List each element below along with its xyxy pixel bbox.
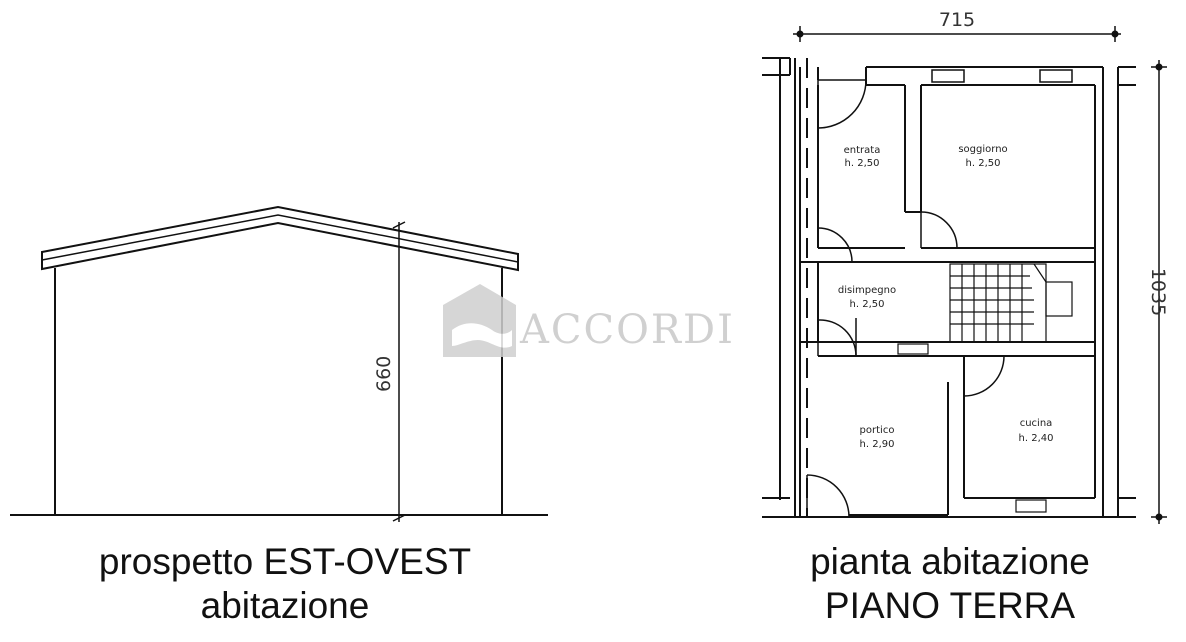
plan-width-dim: 715 [939, 9, 975, 31]
elevation-caption: prospetto EST-OVEST abitazione [40, 540, 530, 628]
room-height-soggiorno: h. 2,50 [966, 158, 1001, 169]
watermark-logo-icon [443, 284, 516, 357]
elevation-roof [41, 205, 519, 272]
room-name-entrata: entrata [844, 145, 881, 156]
room-name-soggiorno: soggiorno [958, 144, 1007, 155]
staircase [949, 263, 1073, 343]
elevation-roof-inner [41, 214, 519, 263]
watermark-text: ACCORDI [519, 307, 735, 353]
room-height-cucina: h. 2,40 [1019, 433, 1054, 444]
elevation-height-dim: 660 [373, 356, 395, 392]
plan-caption-line1: pianta abitazione [810, 541, 1090, 582]
plan-depth-dim: 1035 [1147, 268, 1169, 316]
plan-caption: pianta abitazione PIANO TERRA [740, 540, 1160, 628]
room-height-disimpegno: h. 2,50 [850, 299, 885, 310]
floor-plan [762, 26, 1167, 524]
plan-caption-line2: PIANO TERRA [824, 585, 1076, 626]
room-name-portico: portico [860, 425, 895, 436]
room-height-entrata: h. 2,50 [845, 158, 880, 169]
room-height-portico: h. 2,90 [860, 439, 895, 450]
elevation-caption-line2: abitazione [200, 585, 370, 626]
room-name-disimpegno: disimpegno [838, 285, 896, 296]
watermark: ACCORDI [443, 284, 735, 357]
elevation-drawing [10, 205, 548, 522]
room-name-cucina: cucina [1020, 418, 1053, 429]
elevation-caption-line1: prospetto EST-OVEST [98, 541, 472, 582]
